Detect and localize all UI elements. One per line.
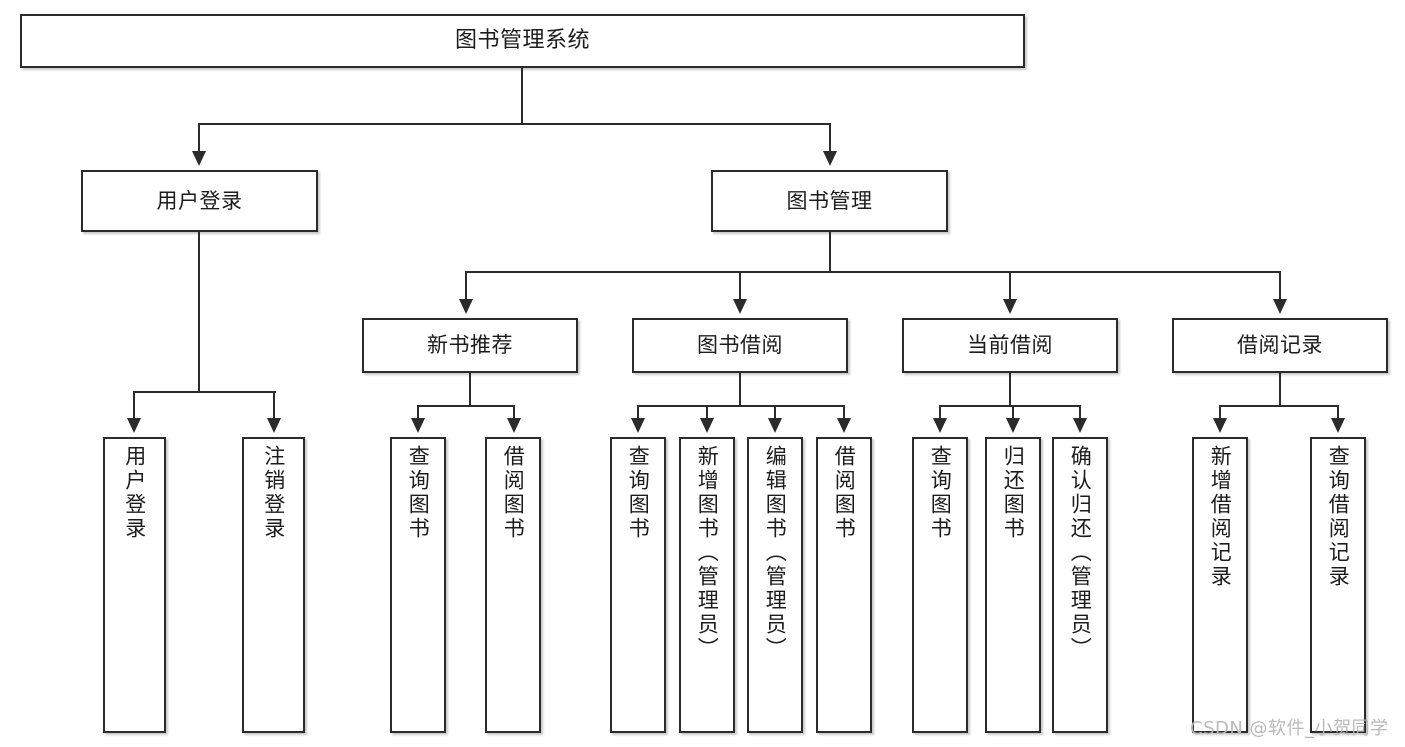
edge-user-login-stem — [198, 232, 200, 392]
arrow-to-book-borrow — [733, 299, 747, 314]
leaf-add-book[interactable]: 新增图书（管理员） — [679, 437, 735, 733]
node-label: 查询图书 — [626, 445, 651, 541]
edge-to-book-borrow — [739, 271, 741, 299]
edge-current-borrow-stem — [1009, 373, 1011, 406]
arrow-to-new-book-recommend — [459, 299, 473, 314]
node-label: 查询图书 — [928, 445, 953, 541]
arrow-to-current-borrow — [1003, 299, 1017, 314]
arrow-to-leaf-confirm-return — [1073, 418, 1087, 433]
leaf-add-borrow-record[interactable]: 新增借阅记录 — [1192, 437, 1248, 733]
node-label: 当前借阅 — [967, 333, 1053, 358]
edge-root-bus — [199, 123, 831, 125]
node-borrow-record[interactable]: 借阅记录 — [1172, 318, 1388, 373]
edge-bb-leaf3 — [774, 405, 776, 418]
arrow-to-leaf-edit-book — [768, 418, 782, 433]
leaf-query-borrow-record[interactable]: 查询借阅记录 — [1310, 437, 1366, 733]
edge-bb-leaf2 — [706, 405, 708, 418]
node-current-borrow[interactable]: 当前借阅 — [902, 318, 1118, 373]
leaf-query-book-current[interactable]: 查询图书 — [912, 437, 968, 733]
edge-br-leaf1 — [1219, 405, 1221, 418]
leaf-query-book-recommend[interactable]: 查询图书 — [390, 437, 446, 733]
edge-root-to-user-login — [198, 123, 200, 151]
node-label: 新增借阅记录 — [1208, 445, 1233, 589]
edge-cb-leaf3 — [1079, 405, 1081, 418]
arrow-to-leaf-user-logout — [267, 418, 281, 433]
arrow-to-leaf-borrow-book — [837, 418, 851, 433]
arrow-to-leaf-query-book-current — [933, 418, 947, 433]
edge-to-current-borrow — [1009, 271, 1011, 299]
arrow-to-leaf-borrow-book-recommend — [507, 418, 521, 433]
edge-nbr-leaf1 — [417, 405, 419, 418]
node-label: 图书管理 — [786, 188, 873, 213]
node-label: 编辑图书（管理员） — [763, 445, 788, 661]
leaf-borrow-book-recommend[interactable]: 借阅图书 — [485, 437, 541, 733]
arrow-to-book-manage — [823, 151, 837, 166]
edge-user-login-to-leaf2 — [273, 391, 275, 418]
node-book-borrow[interactable]: 图书借阅 — [632, 318, 848, 373]
edge-borrow-record-bus — [1219, 405, 1339, 407]
edge-current-borrow-bus — [939, 405, 1081, 407]
node-book-manage[interactable]: 图书管理 — [711, 170, 948, 232]
edge-new-book-recommend-stem — [469, 373, 471, 406]
node-label: 图书借阅 — [697, 333, 783, 358]
arrow-to-user-login — [192, 151, 206, 166]
edge-root-stem — [521, 68, 523, 124]
node-label: 新书推荐 — [427, 333, 513, 358]
edge-user-login-bus — [133, 391, 276, 393]
leaf-return-book[interactable]: 归还图书 — [985, 437, 1041, 733]
arrow-to-leaf-return-book — [1006, 418, 1020, 433]
edge-to-borrow-record — [1279, 271, 1281, 299]
leaf-edit-book[interactable]: 编辑图书（管理员） — [747, 437, 803, 733]
leaf-confirm-return[interactable]: 确认归还（管理员） — [1052, 437, 1108, 733]
edge-to-new-book-recommend — [465, 271, 467, 299]
edge-borrow-record-stem — [1279, 373, 1281, 406]
arrow-to-leaf-query-borrow-record — [1331, 418, 1345, 433]
node-user-login[interactable]: 用户登录 — [81, 170, 318, 232]
node-root-system[interactable]: 图书管理系统 — [20, 14, 1025, 68]
edge-nbr-leaf2 — [513, 405, 515, 418]
edge-book-borrow-bus — [637, 405, 845, 407]
edge-book-borrow-stem — [739, 373, 741, 406]
leaf-user-logout[interactable]: 注销登录 — [242, 437, 305, 733]
edge-bb-leaf1 — [637, 405, 639, 418]
node-label: 注销登录 — [261, 445, 286, 541]
node-label: 借阅图书 — [832, 445, 857, 541]
leaf-borrow-book[interactable]: 借阅图书 — [816, 437, 872, 733]
edge-cb-leaf2 — [1012, 405, 1014, 418]
edge-br-leaf2 — [1337, 405, 1339, 418]
arrow-to-leaf-query-book-borrow — [631, 418, 645, 433]
edge-book-manage-bus — [465, 271, 1281, 273]
arrow-to-leaf-user-login — [127, 418, 141, 433]
node-label: 归还图书 — [1001, 445, 1026, 541]
node-label: 图书管理系统 — [454, 28, 590, 54]
arrow-to-borrow-record — [1273, 299, 1287, 314]
node-label: 用户登录 — [122, 445, 147, 541]
arrow-to-leaf-query-book-recommend — [411, 418, 425, 433]
edge-bb-leaf4 — [843, 405, 845, 418]
edge-root-to-book-manage — [829, 123, 831, 151]
node-label: 查询图书 — [406, 445, 431, 541]
node-label: 查询借阅记录 — [1326, 445, 1351, 589]
node-label: 确认归还（管理员） — [1068, 445, 1093, 661]
edge-book-manage-stem — [829, 232, 831, 272]
node-label: 用户登录 — [156, 188, 243, 213]
node-label: 借阅图书 — [501, 445, 526, 541]
edge-cb-leaf1 — [939, 405, 941, 418]
node-label: 借阅记录 — [1237, 333, 1323, 358]
arrow-to-leaf-add-borrow-record — [1213, 418, 1227, 433]
leaf-user-login[interactable]: 用户登录 — [103, 437, 166, 733]
edge-new-book-recommend-bus — [417, 405, 515, 407]
edge-user-login-to-leaf1 — [133, 391, 135, 418]
leaf-query-book-borrow[interactable]: 查询图书 — [610, 437, 666, 733]
arrow-to-leaf-add-book — [700, 418, 714, 433]
node-new-book-recommend[interactable]: 新书推荐 — [362, 318, 578, 373]
node-label: 新增图书（管理员） — [695, 445, 720, 661]
